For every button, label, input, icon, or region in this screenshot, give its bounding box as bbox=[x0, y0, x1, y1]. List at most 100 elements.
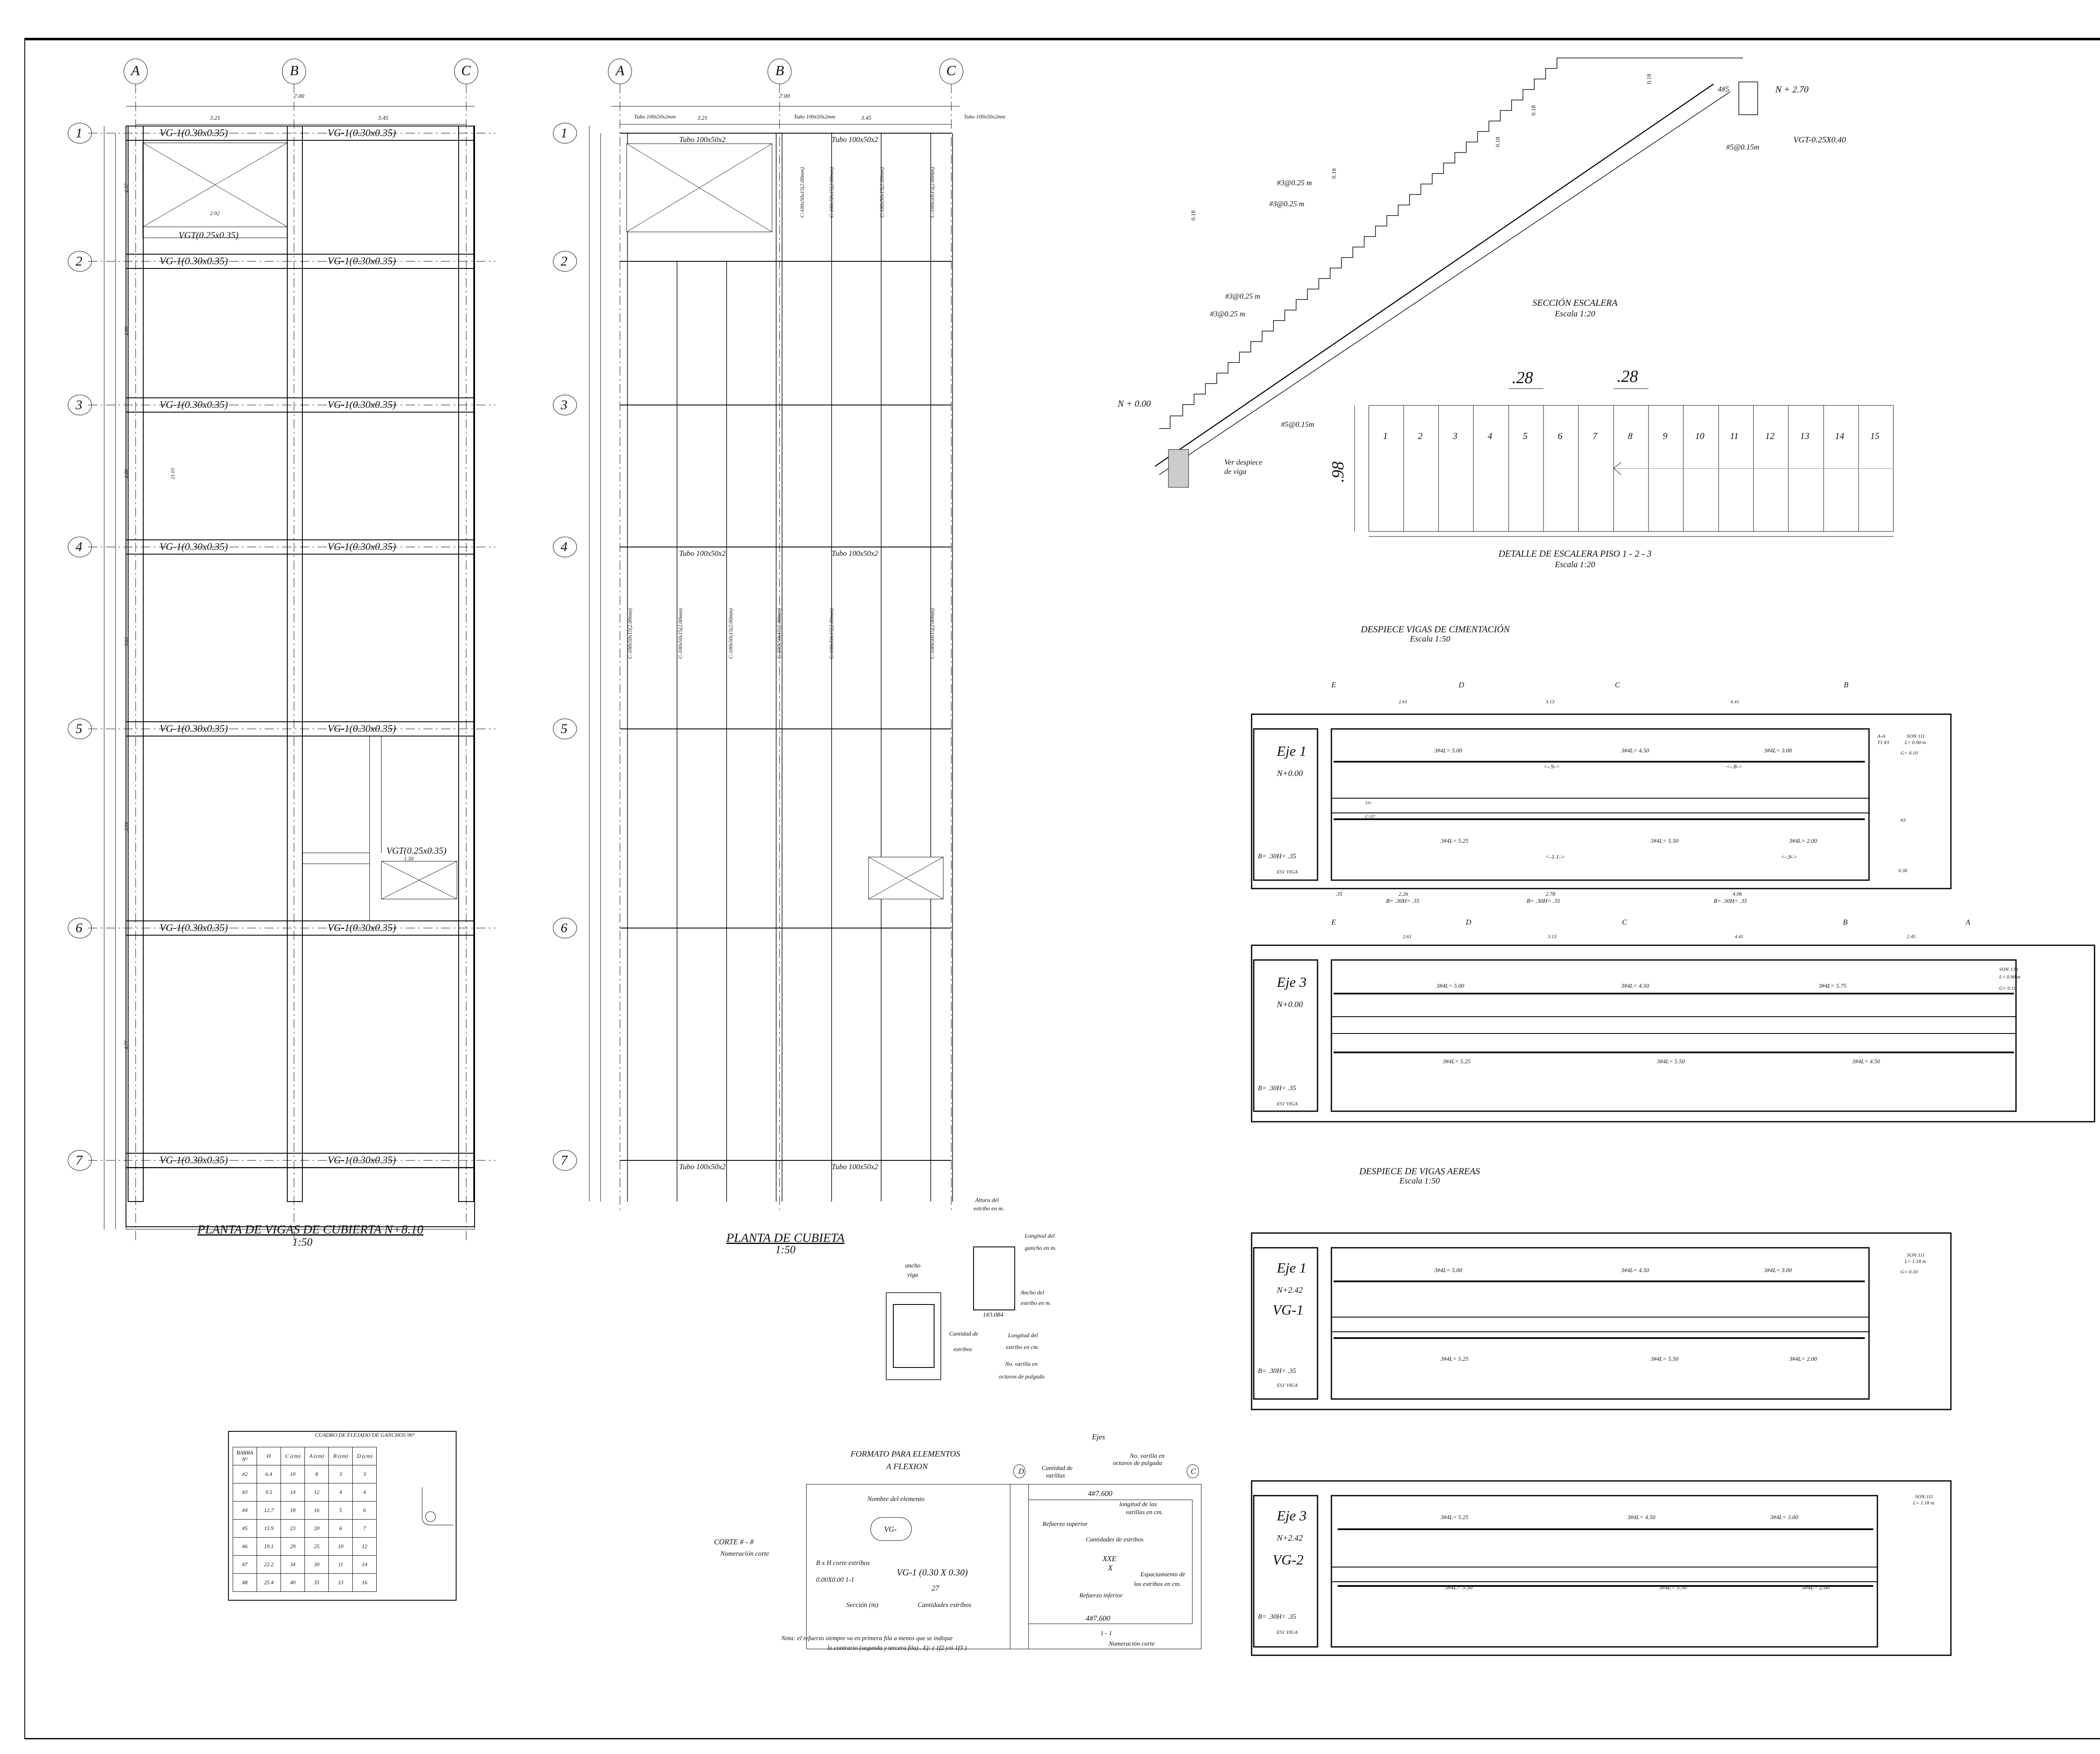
stair-plan-scale: Escala 1:20 bbox=[1554, 560, 1596, 569]
step-number: 7 bbox=[1593, 431, 1597, 441]
beam-id: VG-1 bbox=[1273, 1302, 1304, 1318]
step-number: 10 bbox=[1695, 431, 1704, 441]
top-bar: 3#4L= 5.25 bbox=[1441, 1515, 1469, 1521]
vg-placeholder: VG- bbox=[884, 1525, 897, 1533]
stirrup-code: 1#3.084 bbox=[983, 1312, 1003, 1318]
bottom-bar: 3#4L= 4.50 bbox=[1852, 1059, 1880, 1065]
beam-section: B= .30H= .35 bbox=[1258, 853, 1296, 860]
beam-vg1-label: VG-1(0.30x0.35) bbox=[328, 400, 396, 410]
axis-6-label: 6 bbox=[561, 920, 567, 935]
axis-7-label: 7 bbox=[561, 1152, 567, 1168]
dist-bar: #3@0.25 m bbox=[1277, 179, 1312, 187]
beam-vg1-label: VG-1(0.30x0.35) bbox=[328, 723, 396, 734]
axis-2-label: 2 bbox=[76, 253, 82, 268]
beam-id: VG-2 bbox=[1273, 1552, 1304, 1568]
col-header: C (cm) bbox=[281, 1447, 305, 1465]
hooks-table-frame bbox=[228, 1431, 457, 1601]
x-label: X bbox=[1108, 1564, 1113, 1572]
flexion-title: A FLEXION bbox=[886, 1462, 928, 1471]
beam-level: N+0.00 bbox=[1277, 769, 1303, 778]
beam-tag: ES1 VIGA bbox=[1277, 869, 1298, 875]
axis-4-label: 4 bbox=[561, 539, 567, 554]
plan-beams-scale: 1:50 bbox=[292, 1236, 312, 1248]
detail-bar: T1 #3 bbox=[1877, 739, 1889, 745]
cant-varillas: varillas bbox=[1046, 1473, 1065, 1479]
beam-section: B= .30H= .35 bbox=[1258, 1085, 1296, 1092]
tread-dim: .28 bbox=[1512, 368, 1533, 387]
bottom-lap: <-.9-> bbox=[1781, 854, 1797, 860]
detail-hook: G= 0.10 bbox=[1900, 750, 1918, 756]
detail-length: L= 1.18 m bbox=[1913, 1500, 1935, 1506]
long-varillas: longitud de las bbox=[1119, 1501, 1157, 1508]
detail-hook: G= 0.10 bbox=[1900, 1269, 1918, 1275]
dim-total-x: 7.00 bbox=[780, 93, 790, 100]
nota: lo contrario (segunda y tercera fila) . … bbox=[827, 1645, 967, 1651]
top-bar: 3#4L= 4.50 bbox=[1621, 748, 1649, 754]
corte-label: CORTE # - # bbox=[714, 1538, 754, 1546]
top-bar: 3#4L= 3.00 bbox=[1764, 748, 1792, 754]
axis-b-label: B bbox=[290, 63, 299, 79]
flexion-title: FORMATO PARA ELEMENTOS bbox=[850, 1449, 961, 1459]
axis-c-label: C bbox=[1191, 1467, 1196, 1475]
beam-vg1-label: VG-1(0.30x0.35) bbox=[328, 923, 396, 934]
step-number: 9 bbox=[1663, 431, 1667, 441]
top-bar: 3#4L= 5.00 bbox=[1436, 983, 1465, 989]
tube-beam-label: Tubo 100x50x2 bbox=[679, 1162, 726, 1171]
top-bar: 3#4L= 3.00 bbox=[1764, 1268, 1792, 1274]
tube-beam-label: Tubo 100x50x2 bbox=[832, 135, 878, 144]
plan-roof-scale: 1:50 bbox=[775, 1244, 795, 1256]
step-number: 4 bbox=[1488, 431, 1492, 441]
step-number: 15 bbox=[1870, 431, 1880, 441]
no-varilla: No. varilla en bbox=[1130, 1453, 1165, 1459]
tread-dim: .28 bbox=[1617, 367, 1638, 386]
beam-note: de viga bbox=[1224, 467, 1247, 476]
detail-son: SON:111 bbox=[1907, 733, 1925, 739]
top-bar: 3#4L= 5.75 bbox=[1819, 983, 1847, 989]
span-dim: 2.61 bbox=[1399, 699, 1407, 705]
long-varillas: varillas en cm. bbox=[1126, 1509, 1163, 1516]
axis-b-label: B bbox=[775, 63, 784, 79]
beam-level: N+2.42 bbox=[1277, 1286, 1303, 1295]
beam-name: Eje 1 bbox=[1277, 1260, 1307, 1276]
step-number: 6 bbox=[1558, 431, 1562, 441]
aerial-scale: Escala 1:50 bbox=[1399, 1176, 1440, 1186]
step-number: 12 bbox=[1765, 431, 1774, 441]
axis-5-label: 5 bbox=[76, 721, 82, 736]
label-gancho: Longitud del bbox=[1025, 1233, 1055, 1239]
step-number: 1 bbox=[1383, 431, 1388, 441]
tube-beam-label: Tubo 100x50x2 bbox=[832, 549, 878, 557]
ref-inf: Refuerzo inferior bbox=[1079, 1592, 1123, 1599]
top-bar: 3#4L= 3.00 bbox=[1770, 1515, 1798, 1521]
dist-bar: #3@0.25 m bbox=[1269, 200, 1305, 208]
axis-tag: E bbox=[1331, 918, 1336, 926]
axis-d-label: D bbox=[1018, 1467, 1024, 1475]
beam-level: N+0.00 bbox=[1277, 1000, 1303, 1009]
axis-2-label: 2 bbox=[561, 253, 567, 268]
bottom-bar: 3#4L= 5.25 bbox=[1443, 1059, 1471, 1065]
step-number: 2 bbox=[1418, 431, 1423, 441]
label-ancho-estribo: Ancho del bbox=[1021, 1290, 1045, 1296]
hooks-table-title: CUADRO DE FLEJADO DE GANCHOS 90° bbox=[315, 1432, 415, 1438]
label-longitud: Longitud del bbox=[1008, 1333, 1038, 1339]
bottom-lap: <-1.1-> bbox=[1546, 854, 1565, 860]
seccion-label: Sección (m) bbox=[846, 1601, 878, 1609]
tube-label: Tubo 100x50x2mm bbox=[794, 113, 835, 120]
cant-estribos-label: Cantidades estribos bbox=[918, 1601, 971, 1609]
axis-tag: A bbox=[1966, 918, 1970, 926]
beam-section: B= .30H= .35 bbox=[1258, 1613, 1296, 1620]
span-dim: 4.41 bbox=[1735, 934, 1743, 939]
beam-note: Ver despiece bbox=[1224, 458, 1263, 466]
ejes-label: Ejes bbox=[1092, 1433, 1105, 1441]
beam-vg1-label: VG-1(0.30x0.35) bbox=[328, 1155, 396, 1166]
bottom-bar: 3#4L= 2.00 bbox=[1789, 838, 1817, 844]
detail-hook: G= 0.10 bbox=[1999, 985, 2016, 991]
espaciamiento: los estribos en cm. bbox=[1134, 1581, 1181, 1588]
step-number: 14 bbox=[1835, 431, 1844, 441]
dim-span-ab: 3.21 bbox=[210, 115, 220, 121]
stair-section-title: SECCIÓN ESCALERA bbox=[1532, 297, 1618, 308]
drawing-sheet-border bbox=[24, 38, 2100, 1739]
step-number: 3 bbox=[1453, 431, 1457, 441]
dim-span-ab: 3.21 bbox=[697, 115, 708, 121]
label-cantidad: estribos bbox=[953, 1346, 972, 1353]
stirrup-count: 27 bbox=[932, 1584, 939, 1592]
